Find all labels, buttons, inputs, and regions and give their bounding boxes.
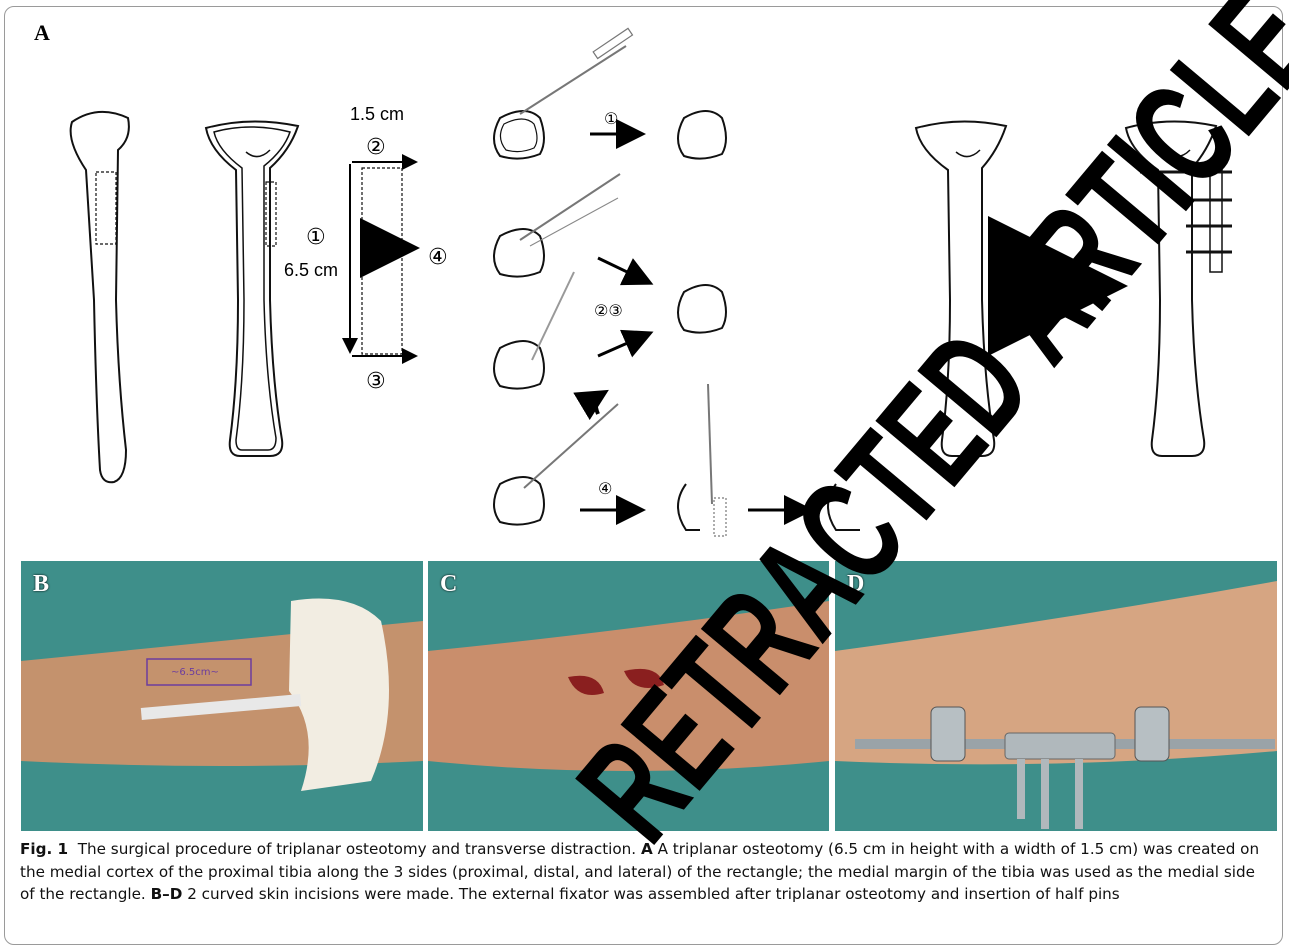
step-2-marker: ② bbox=[366, 135, 386, 160]
fixator-bar bbox=[1210, 160, 1222, 272]
panel-a-diagram: 1.5 cm ② ③ ① 6.5 cm ④ ① ②③ ④ bbox=[0, 0, 1289, 560]
svg-text:④: ④ bbox=[598, 479, 612, 498]
panel-c-photo: C bbox=[428, 561, 829, 831]
tibia-double-outline bbox=[206, 121, 298, 456]
step-4-marker: ④ bbox=[428, 245, 448, 270]
svg-text:②③: ②③ bbox=[594, 301, 623, 320]
caption-part-bd-text: 2 curved skin incisions were made. The e… bbox=[187, 885, 1120, 903]
tibia-outline bbox=[71, 112, 129, 482]
panel-c-label: C bbox=[440, 571, 457, 598]
cross-section-row-4: ④ bbox=[494, 384, 860, 536]
svg-text:~6.5cm~: ~6.5cm~ bbox=[171, 667, 219, 678]
caption-intro: The surgical procedure of triplanar oste… bbox=[78, 840, 636, 858]
cross-section-row-2: ②③ bbox=[494, 174, 726, 356]
osteotomy-rect-detail bbox=[362, 168, 402, 354]
panel-a-label: A bbox=[34, 20, 50, 46]
osteotomy-rect-small bbox=[96, 172, 116, 244]
svg-text:①: ① bbox=[604, 109, 618, 128]
figure-caption: Fig. 1 The surgical procedure of triplan… bbox=[20, 838, 1265, 906]
tibia-split bbox=[916, 121, 1006, 456]
cross-section-row-1: ① bbox=[494, 28, 726, 158]
caption-fig-label: Fig. 1 bbox=[20, 840, 68, 858]
step-1-marker: ① bbox=[306, 225, 326, 250]
panel-d-photo: D bbox=[835, 561, 1277, 831]
width-label: 1.5 cm bbox=[350, 104, 404, 124]
panel-b-photo: ~6.5cm~ B bbox=[21, 561, 423, 831]
caption-part-a-label: A bbox=[641, 840, 653, 858]
panel-d-label: D bbox=[847, 571, 864, 598]
caption-part-bd-label: B–D bbox=[151, 885, 183, 903]
panel-b-label: B bbox=[33, 571, 49, 598]
height-label: 6.5 cm bbox=[284, 260, 338, 280]
cross-section-row-3 bbox=[494, 272, 602, 414]
step-3-marker: ③ bbox=[366, 369, 386, 394]
